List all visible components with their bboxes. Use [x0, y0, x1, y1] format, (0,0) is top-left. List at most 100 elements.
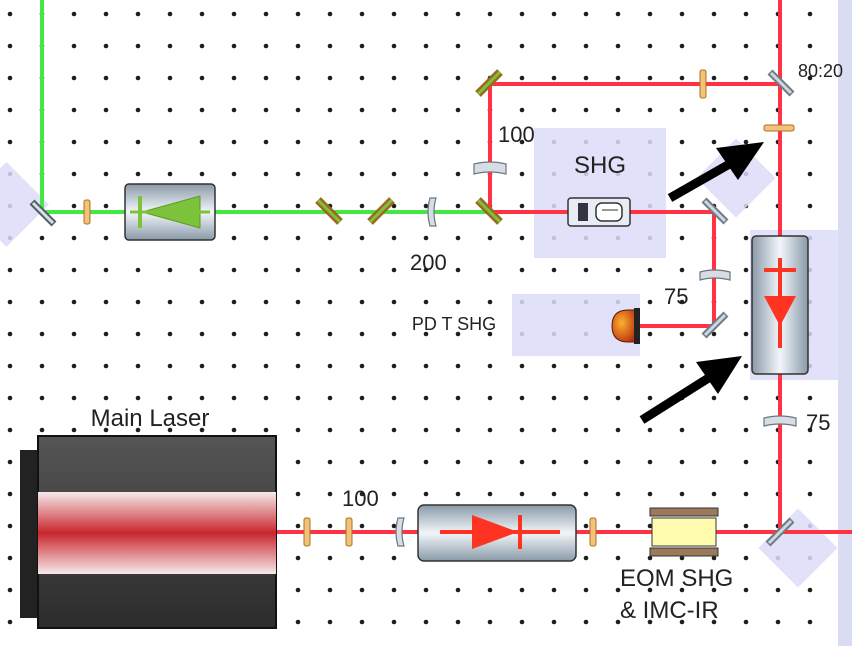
shg-label: SHG	[574, 152, 626, 179]
mirror-top-left-coating	[476, 70, 502, 96]
grid-hole	[391, 11, 397, 17]
grid-hole	[647, 395, 653, 401]
grid-hole	[807, 491, 813, 497]
grid-hole	[487, 331, 493, 337]
grid-hole	[583, 43, 589, 49]
grid-hole	[455, 427, 461, 433]
grid-hole	[583, 427, 589, 433]
grid-hole	[551, 363, 557, 369]
grid-hole	[743, 363, 749, 369]
main-laser	[20, 435, 277, 629]
grid-hole	[327, 235, 333, 241]
grid-hole	[167, 363, 173, 369]
grid-hole	[167, 139, 173, 145]
grid-hole	[711, 11, 717, 17]
red-isolator-vertical	[751, 235, 809, 375]
lens-200	[427, 197, 437, 227]
grid-hole	[807, 75, 813, 81]
grid-hole	[263, 331, 269, 337]
grid-hole	[359, 299, 365, 305]
grid-hole	[71, 299, 77, 305]
grid-hole	[551, 107, 557, 113]
grid-hole	[807, 459, 813, 465]
grid-hole	[423, 427, 429, 433]
grid-hole	[743, 235, 749, 241]
grid-hole	[519, 459, 525, 465]
grid-hole	[103, 107, 109, 113]
grid-hole	[487, 267, 493, 273]
grid-hole	[359, 139, 365, 145]
grid-hole	[519, 267, 525, 273]
waveplate-top	[699, 69, 707, 99]
grid-hole	[423, 459, 429, 465]
grid-hole	[263, 171, 269, 177]
grid-hole	[743, 587, 749, 593]
grid-hole	[7, 267, 13, 273]
lens-75-mid	[699, 269, 731, 281]
grid-hole	[647, 619, 653, 625]
grid-hole	[295, 299, 301, 305]
grid-hole	[231, 203, 237, 209]
grid-hole	[615, 427, 621, 433]
grid-hole	[679, 267, 685, 273]
mirrors	[29, 69, 795, 547]
grid-hole	[39, 267, 45, 273]
grid-hole	[391, 139, 397, 145]
grid-hole	[71, 107, 77, 113]
grid-hole	[327, 43, 333, 49]
grid-hole	[391, 235, 397, 241]
grid-hole	[487, 363, 493, 369]
grid-hole	[679, 555, 685, 561]
grid-hole	[391, 619, 397, 625]
grid-hole	[167, 107, 173, 113]
grid-hole	[71, 267, 77, 273]
grid-hole	[455, 299, 461, 305]
grid-hole	[391, 491, 397, 497]
grid-hole	[7, 363, 13, 369]
grid-hole	[295, 587, 301, 593]
grid-hole	[423, 203, 429, 209]
grid-hole	[679, 587, 685, 593]
grid-hole	[807, 107, 813, 113]
grid-hole	[327, 139, 333, 145]
waveplate-green	[83, 199, 91, 225]
grid-hole	[295, 267, 301, 273]
grid-hole	[615, 555, 621, 561]
grid-hole	[647, 587, 653, 593]
grid-hole	[359, 587, 365, 593]
grid-hole	[359, 11, 365, 17]
grid-hole	[743, 619, 749, 625]
grid-hole	[391, 427, 397, 433]
grid-hole	[423, 331, 429, 337]
grid-hole	[519, 619, 525, 625]
grid-hole	[199, 107, 205, 113]
main-laser-label: Main Laser	[91, 405, 210, 432]
grid-hole	[455, 171, 461, 177]
grid-hole	[647, 523, 653, 529]
lens-75-bottom-label: 75	[806, 410, 830, 435]
grid-hole	[199, 43, 205, 49]
grid-hole	[615, 363, 621, 369]
grid-hole	[551, 459, 557, 465]
grid-hole	[423, 171, 429, 177]
grid-hole	[647, 555, 653, 561]
grid-hole	[455, 107, 461, 113]
grid-hole	[135, 171, 141, 177]
shg-panel	[534, 128, 666, 258]
grid-hole	[135, 427, 141, 433]
grid-hole	[807, 619, 813, 625]
grid-hole	[519, 139, 525, 145]
grid-hole	[679, 331, 685, 337]
grid-hole	[519, 171, 525, 177]
grid-hole	[519, 491, 525, 497]
grid-hole	[647, 427, 653, 433]
grid-hole	[263, 299, 269, 305]
grid-hole	[199, 395, 205, 401]
grid-hole	[231, 395, 237, 401]
grid-hole	[7, 459, 13, 465]
grid-hole	[359, 75, 365, 81]
grid-hole	[7, 619, 13, 625]
grid-hole	[679, 171, 685, 177]
grid-hole	[359, 619, 365, 625]
grid-hole	[423, 11, 429, 17]
